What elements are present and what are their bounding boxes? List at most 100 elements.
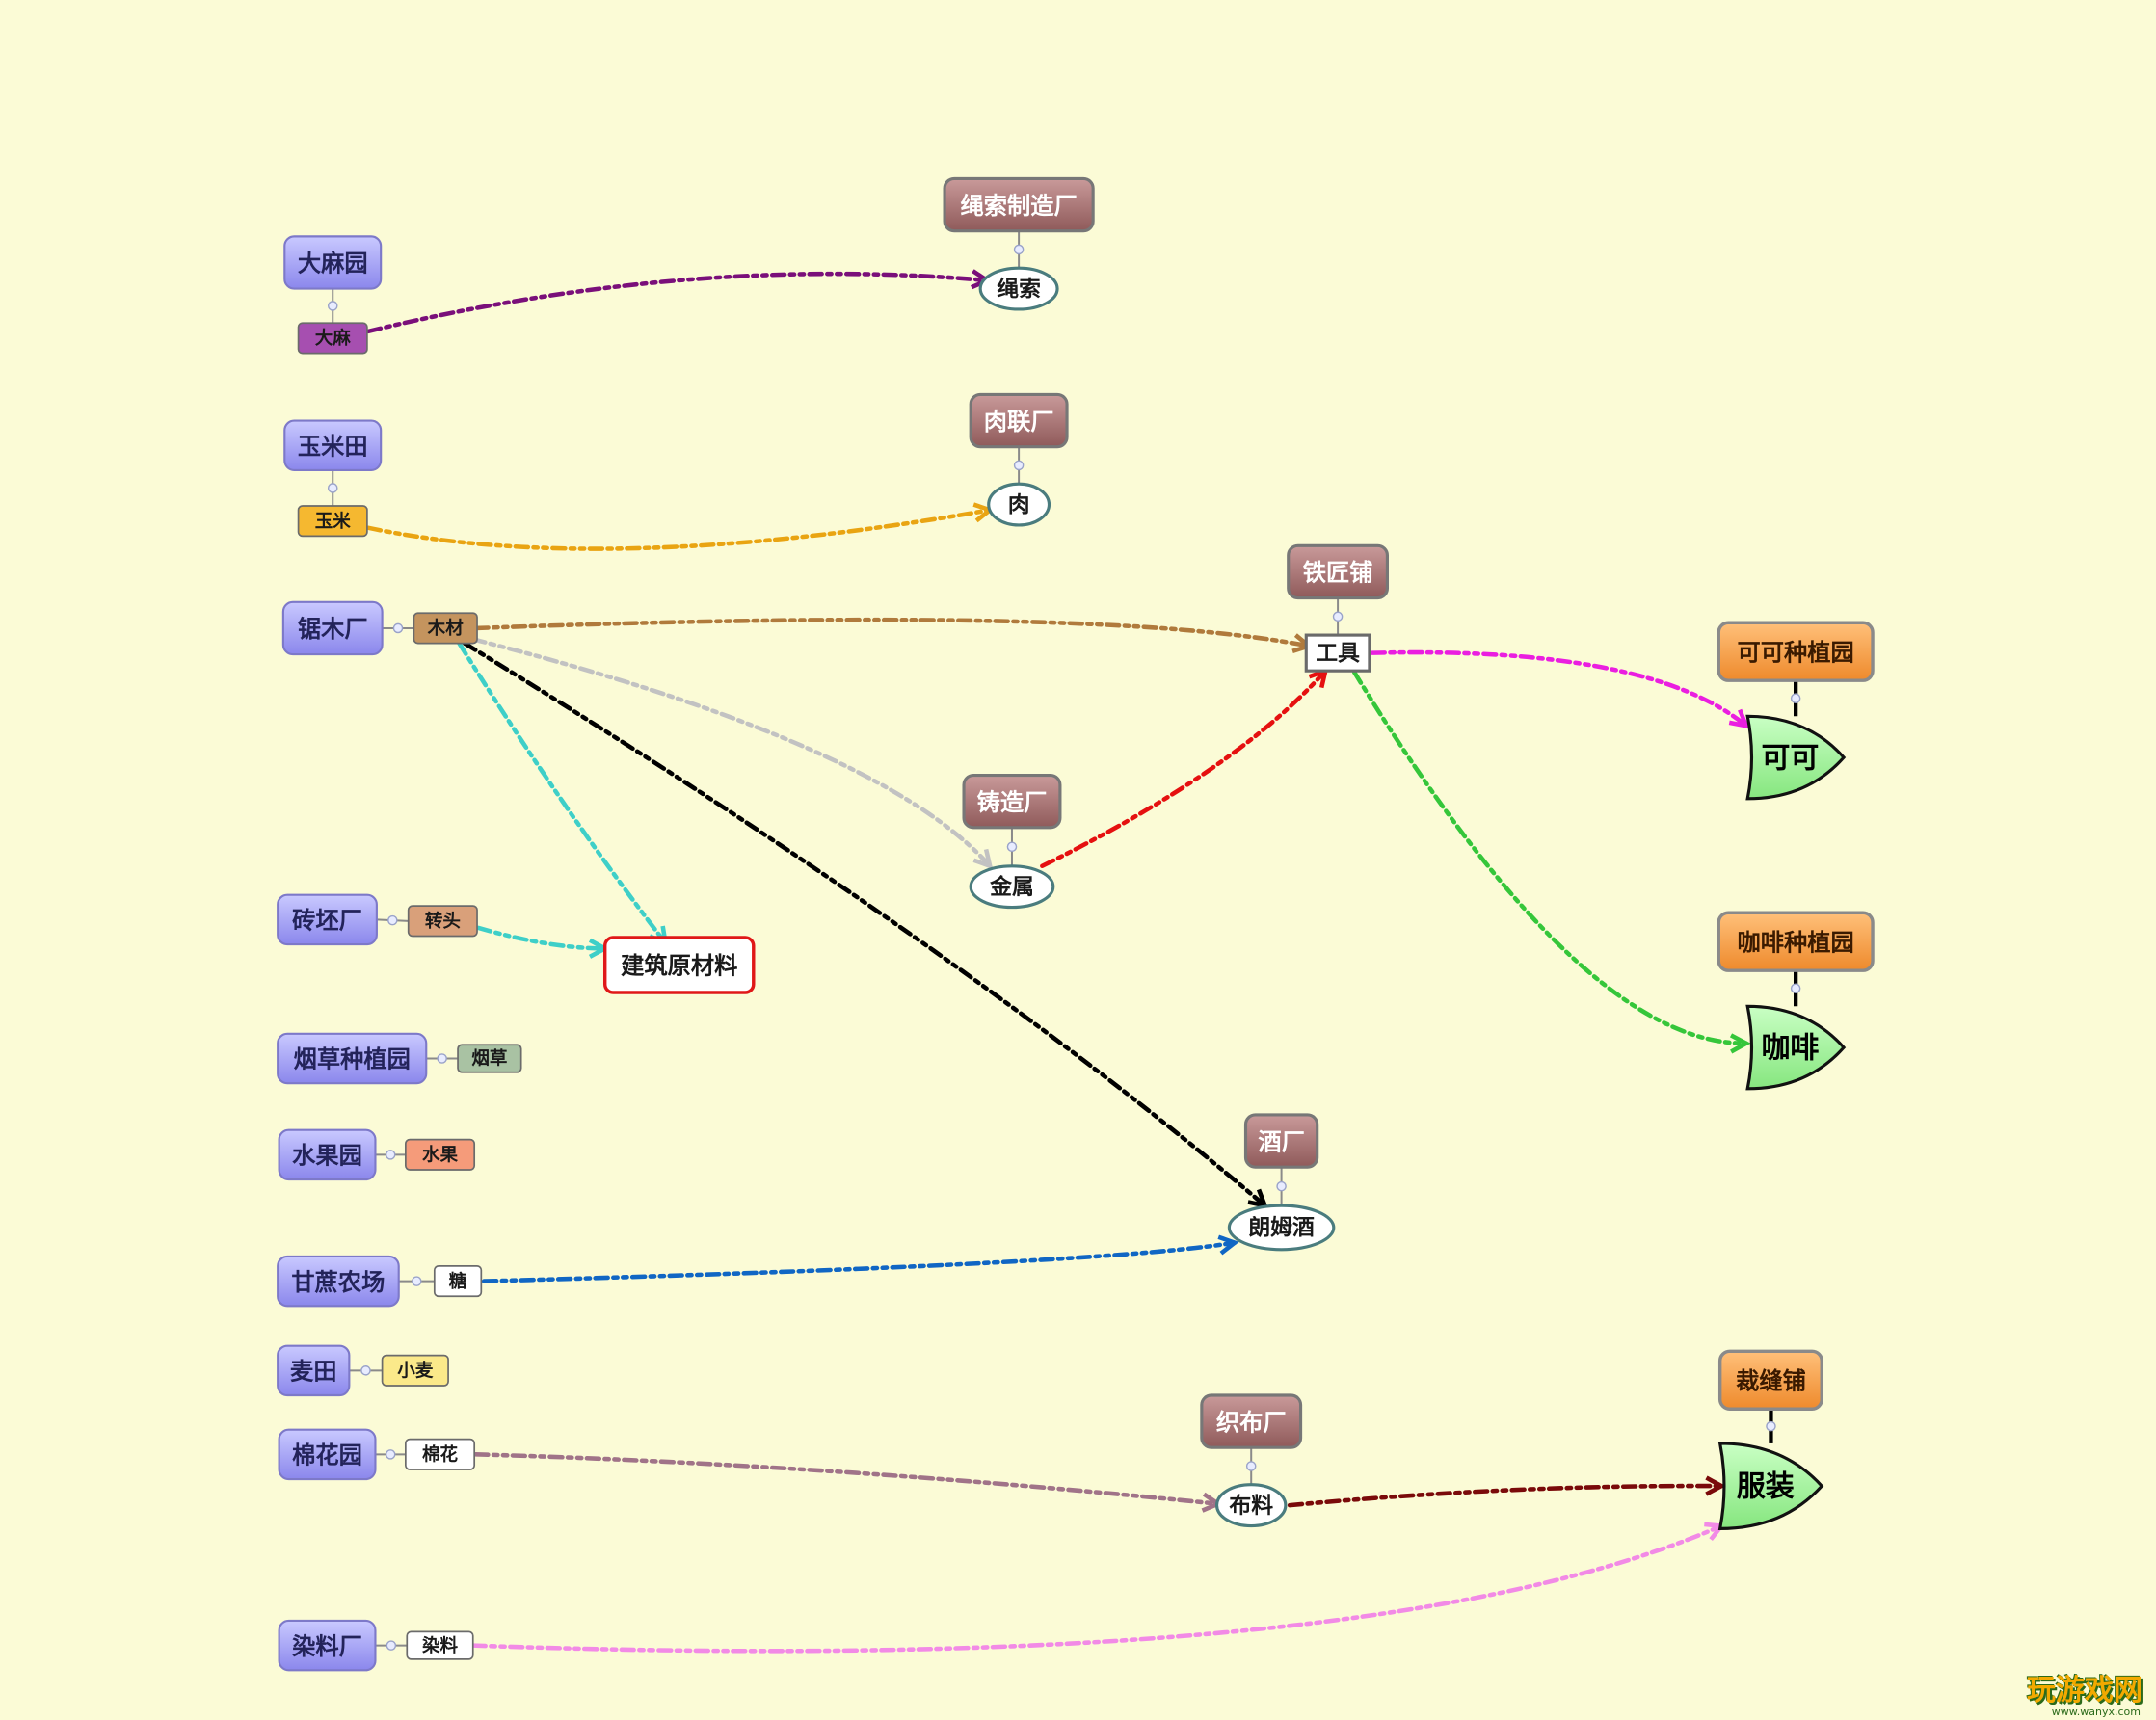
producer-box [281, 600, 384, 656]
node-label: 建筑原材料 [621, 952, 737, 980]
node-jinshu[interactable]: 金属 [969, 864, 1055, 910]
factory-box [943, 176, 1095, 233]
node-label: 工具 [1316, 641, 1360, 666]
plantation-box [1717, 911, 1875, 972]
collapse-handle[interactable] [1006, 841, 1018, 853]
collapse-handle[interactable] [327, 301, 338, 311]
flow-arrow-jinshu-gongju [1040, 668, 1328, 869]
flow-arrow-gongju-keke [1370, 649, 1749, 728]
node-gongju[interactable]: 工具 [1304, 633, 1371, 673]
node-zhibuchang[interactable]: 织布厂 [1200, 1393, 1303, 1449]
node-label: 绳索制造厂 [960, 192, 1077, 220]
node-label: 水果 [422, 1145, 459, 1166]
node-shuiguo[interactable]: 水果 [404, 1138, 476, 1171]
node-yumi[interactable]: 玉米 [297, 505, 368, 538]
node-label: 染料厂 [292, 1632, 362, 1660]
watermark-url: www.wanyx.com [2051, 1706, 2141, 1718]
node-kafeizhiyuan[interactable]: 咖啡种植园 [1717, 911, 1875, 972]
node-label: 肉联厂 [984, 408, 1054, 436]
collapse-handle[interactable] [327, 483, 338, 493]
collapse-handle[interactable] [437, 1053, 447, 1064]
resource-tag [404, 1438, 476, 1470]
node-maitian[interactable]: 麦田 [277, 1344, 351, 1397]
collapse-handle[interactable] [1332, 611, 1344, 622]
node-fuzhuang[interactable]: 服装 [1717, 1442, 1824, 1530]
node-label: 玉米田 [298, 432, 368, 460]
node-roulianchang[interactable]: 肉联厂 [969, 392, 1069, 449]
factory-box [1287, 543, 1390, 600]
node-label: 麦田 [290, 1358, 337, 1386]
producer-box [278, 1128, 377, 1181]
node-tang[interactable]: 糖 [433, 1265, 483, 1298]
node-shengsuo[interactable]: 绳索 [978, 266, 1059, 311]
collapse-handle[interactable] [387, 914, 398, 926]
arrowhead [1705, 1475, 1726, 1496]
producer-box [278, 1428, 377, 1481]
node-ganzhenongchang[interactable]: 甘蔗农场 [277, 1255, 400, 1308]
node-yancaozhiyuan[interactable]: 烟草种植园 [277, 1032, 428, 1085]
collapse-handle[interactable] [385, 1150, 396, 1160]
collapse-handle[interactable] [1013, 460, 1025, 471]
collapse-handle[interactable] [392, 622, 404, 634]
node-shengsuozhizaochang[interactable]: 绳索制造厂 [943, 176, 1095, 233]
node-label: 织布厂 [1216, 1408, 1287, 1436]
node-ranliaochang[interactable]: 染料厂 [278, 1619, 377, 1672]
node-tiejiangpu[interactable]: 铁匠铺 [1287, 543, 1390, 600]
node-label: 裁缝铺 [1736, 1367, 1806, 1395]
node-buliao[interactable]: 布料 [1214, 1483, 1288, 1528]
collapse-handle[interactable] [1245, 1461, 1257, 1471]
node-label: 玉米 [315, 511, 352, 532]
node-label: 咖啡种植园 [1738, 928, 1854, 956]
product-ellipse [978, 266, 1059, 311]
flow-arrow-zhuantou-jianzhuyuancailiao [476, 925, 607, 951]
node-mucai[interactable]: 木材 [413, 612, 478, 645]
node-jumuchang[interactable]: 锯木厂 [281, 600, 384, 656]
resource-tag [404, 1138, 476, 1171]
arrowhead [1729, 1033, 1751, 1054]
watermark-text: 玩游戏网 [2027, 1674, 2143, 1707]
node-yancao[interactable]: 烟草 [457, 1044, 522, 1073]
collapse-handle[interactable] [1766, 1420, 1776, 1432]
resource-tag [297, 505, 368, 538]
node-zhuzaochang[interactable]: 铸造厂 [962, 774, 1062, 830]
node-mianhuayuan[interactable]: 棉花园 [278, 1428, 377, 1481]
collapse-handle[interactable] [1276, 1180, 1287, 1192]
collapse-handle[interactable] [1013, 244, 1025, 255]
factory-box [962, 774, 1062, 830]
node-zhuanpichang[interactable]: 砖坯厂 [277, 893, 378, 946]
collapse-handle[interactable] [385, 1449, 396, 1460]
node-damayuan[interactable]: 大麻园 [283, 235, 383, 290]
node-yumitian[interactable]: 玉米田 [283, 419, 383, 471]
node-caifengpu[interactable]: 裁缝铺 [1717, 1349, 1823, 1411]
node-keke[interactable]: 可可 [1745, 714, 1847, 801]
node-rou[interactable]: 肉 [987, 482, 1051, 527]
node-label: 转头 [425, 911, 461, 932]
node-label: 砖坯厂 [292, 907, 362, 935]
collapse-handle[interactable] [411, 1276, 422, 1286]
resource-tag [413, 612, 478, 645]
node-mianhua[interactable]: 棉花 [404, 1438, 476, 1470]
factory-box [969, 392, 1069, 449]
node-langmujiu[interactable]: 朗姆酒 [1227, 1204, 1336, 1252]
node-jiuchang[interactable]: 酒厂 [1243, 1113, 1319, 1169]
node-xiaomai[interactable]: 小麦 [381, 1354, 449, 1387]
collapse-handle[interactable] [1790, 693, 1801, 703]
node-shuiguoyuan[interactable]: 水果园 [278, 1128, 377, 1181]
node-label: 水果园 [292, 1142, 362, 1170]
factory-box [1200, 1393, 1303, 1449]
node-kekezhiyuan[interactable]: 可可种植园 [1717, 621, 1875, 682]
collapse-handle[interactable] [1790, 983, 1801, 994]
node-dama[interactable]: 大麻 [297, 322, 368, 355]
flow-arrow-mucai-jianzhuyuancailiao [457, 641, 668, 945]
node-label: 可可种植园 [1738, 638, 1854, 666]
node-kafei[interactable]: 咖啡 [1745, 1004, 1847, 1091]
node-jianzhuyuancailiao[interactable]: 建筑原材料 [602, 936, 756, 994]
collapse-handle[interactable] [386, 1640, 397, 1651]
collapse-handle[interactable] [360, 1365, 371, 1376]
resource-tag [297, 322, 368, 355]
node-ranliao[interactable]: 染料 [406, 1630, 474, 1660]
producer-box [277, 1344, 351, 1397]
node-zhuantou[interactable]: 转头 [407, 905, 478, 938]
final-product-shape [1745, 1004, 1847, 1091]
